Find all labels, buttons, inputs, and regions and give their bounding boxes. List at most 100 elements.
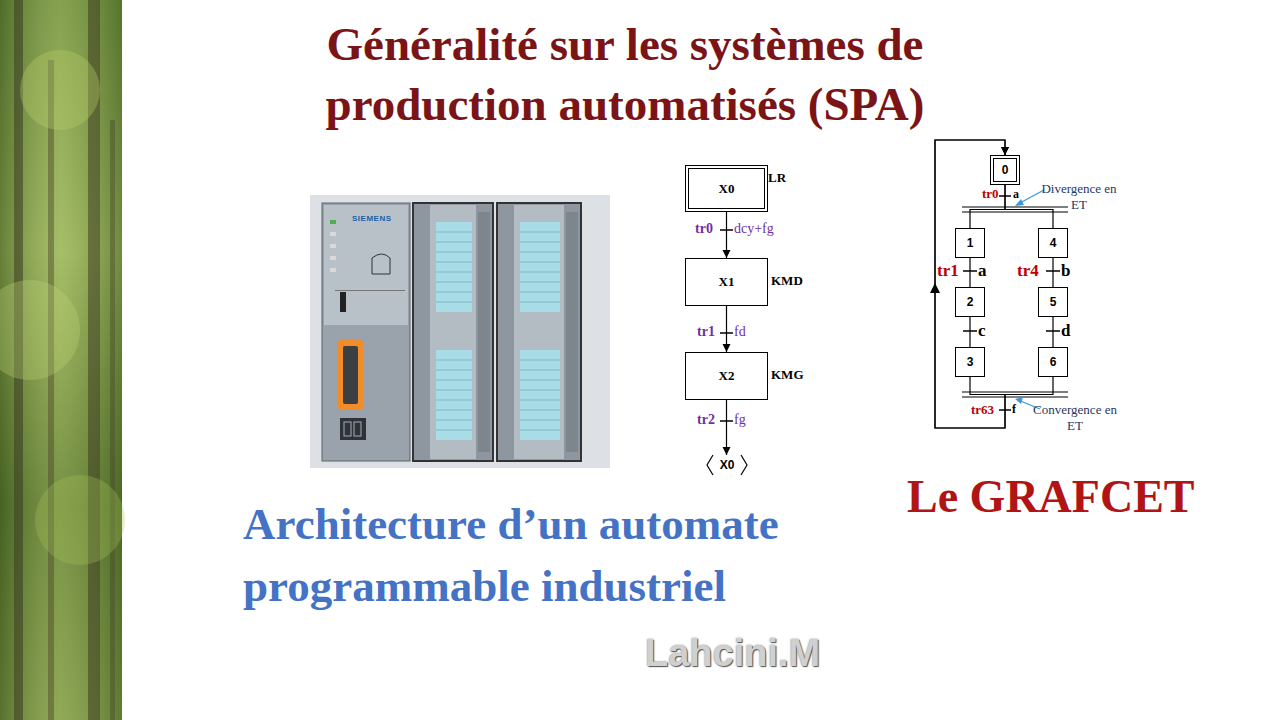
- action-label: KMD: [771, 273, 803, 289]
- plc-drawing: [310, 195, 610, 468]
- plc-drawing: [324, 205, 408, 325]
- forest-strip: [110, 120, 115, 720]
- connector-line: [969, 258, 970, 287]
- step-label: X1: [719, 274, 735, 290]
- plc-drawing: [413, 203, 493, 461]
- brand-label: SIEMENS: [352, 214, 392, 223]
- initial-step: X0LR: [685, 165, 768, 212]
- transition-condition: a: [978, 261, 987, 281]
- callout-note: Convergence en ET: [1030, 402, 1120, 434]
- plc-drawing: [354, 422, 361, 436]
- connector-line: [726, 306, 727, 352]
- connector-line: [1052, 258, 1053, 287]
- and-bar: [962, 396, 1068, 397]
- and-bar: [962, 211, 1068, 212]
- section-heading: Le GRAFCET: [907, 470, 1195, 523]
- caption-heading: Architecture d’un automate programmable …: [243, 493, 883, 617]
- transition-name: tr2: [697, 412, 715, 428]
- transition-condition: f: [1012, 402, 1016, 417]
- step-box: X1KMD: [685, 258, 768, 306]
- jump-reference: X0: [707, 455, 747, 475]
- action-label: KMG: [771, 367, 804, 383]
- plc-drawing: [310, 195, 610, 468]
- plc-drawing: [478, 212, 490, 452]
- action-label: LR: [768, 170, 786, 186]
- transition-mark: [720, 196, 1060, 421]
- transition-condition: a: [1013, 187, 1019, 202]
- connector-line: [970, 185, 1005, 228]
- plc-drawing: [330, 256, 336, 260]
- plc-drawing: [330, 268, 336, 272]
- plc-drawing: [322, 203, 410, 461]
- title-heading: Généralité sur les systèmes de productio…: [290, 14, 960, 134]
- step-box: 5: [1038, 287, 1068, 317]
- plc-drawing: [343, 346, 358, 404]
- step-box: 6: [1038, 347, 1068, 377]
- watermark: Lahcini.M: [645, 632, 820, 675]
- transition-condition: fd: [734, 324, 746, 340]
- plc-drawing: [520, 350, 560, 440]
- step-box: 1: [955, 228, 985, 258]
- step-label: 2: [967, 295, 974, 309]
- callout-note: Divergence en ET: [1040, 181, 1118, 213]
- forest-strip: [0, 280, 80, 380]
- plc-drawing: [340, 418, 366, 440]
- step-box: 3: [955, 347, 985, 377]
- plc-drawing: [520, 232, 560, 430]
- step-label: 0: [1002, 163, 1009, 177]
- transition-condition: d: [1061, 321, 1070, 341]
- plc-drawing: [338, 340, 363, 410]
- plc-drawing: [436, 232, 472, 430]
- plc-drawing: [520, 222, 560, 312]
- transition-condition: dcy+fg: [734, 221, 774, 237]
- plc-drawing: [330, 244, 336, 248]
- plc-drawing: [497, 203, 581, 461]
- plc-drawing: [514, 205, 564, 459]
- transition-name: tr63: [971, 402, 994, 418]
- and-bar: [962, 391, 1068, 392]
- initial-step: 0: [990, 155, 1020, 185]
- step-label: 6: [1050, 355, 1057, 369]
- transition-condition: c: [978, 321, 986, 341]
- step-label: 1: [967, 236, 974, 250]
- connector-line: [726, 400, 727, 455]
- plc-drawing: [566, 212, 578, 452]
- step-box: X2KMG: [685, 352, 768, 400]
- forest-strip: [0, 0, 125, 720]
- plc-drawing: [330, 220, 336, 224]
- forest-strip: [35, 475, 125, 565]
- transition-name: tr4: [1017, 261, 1039, 281]
- plc-drawing: [344, 422, 351, 436]
- transition-name: tr0: [695, 221, 713, 237]
- connector-line: [726, 212, 727, 258]
- forest-strip: [48, 60, 54, 720]
- step-label: 4: [1050, 236, 1057, 250]
- connector-line: [935, 140, 1053, 428]
- plc-drawing: [436, 222, 472, 312]
- connector-line: [1052, 317, 1053, 347]
- step-box: 2: [955, 287, 985, 317]
- step-label: X0: [719, 181, 735, 197]
- and-bar: [962, 206, 1068, 207]
- plc-drawing: [436, 350, 472, 440]
- leader-arrow: [1015, 397, 1023, 404]
- step-label: X0: [720, 458, 735, 472]
- jump-bracket: [707, 455, 713, 475]
- plc-drawing: [430, 205, 476, 459]
- step-label: X2: [719, 368, 735, 384]
- forest-strip: [20, 50, 100, 130]
- transition-name: tr1: [697, 324, 715, 340]
- transition-name: tr0: [982, 186, 999, 202]
- transition-condition: fg: [734, 412, 746, 428]
- step-label: 5: [1050, 295, 1057, 309]
- step-box: 4: [1038, 228, 1068, 258]
- step-label: 3: [967, 355, 974, 369]
- transition-condition: b: [1061, 261, 1070, 281]
- jump-bracket: [741, 455, 747, 475]
- plc-drawing: [335, 290, 405, 291]
- transition-name: tr1: [937, 261, 959, 281]
- plc-drawing: [340, 292, 346, 312]
- plc-drawing: [330, 232, 336, 236]
- plc-drawing: [372, 254, 390, 274]
